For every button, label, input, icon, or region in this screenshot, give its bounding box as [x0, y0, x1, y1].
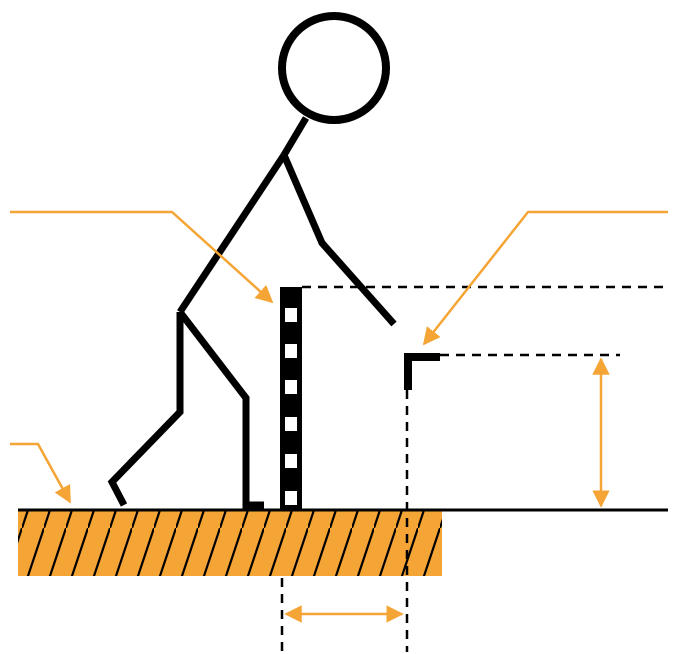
- dashed-guides: [280, 285, 668, 652]
- stick-figure: [107, 12, 397, 509]
- callout-ground: [10, 442, 72, 504]
- figure-arm: [280, 153, 397, 327]
- step-edge-marker: [404, 353, 440, 390]
- callout-edge: [422, 210, 668, 346]
- striped-post: [280, 287, 302, 509]
- figure-head: [278, 12, 390, 124]
- post-body: [280, 287, 302, 509]
- post-stripes: [285, 308, 297, 505]
- annotations: [10, 210, 668, 623]
- figure-neck: [280, 116, 310, 157]
- ground: [18, 508, 668, 576]
- callout-post: [10, 210, 274, 304]
- figure-torso: [177, 153, 287, 314]
- ground-hatched-area: [18, 510, 442, 576]
- figure-front-leg: [177, 309, 264, 509]
- figure-back-leg: [107, 312, 184, 507]
